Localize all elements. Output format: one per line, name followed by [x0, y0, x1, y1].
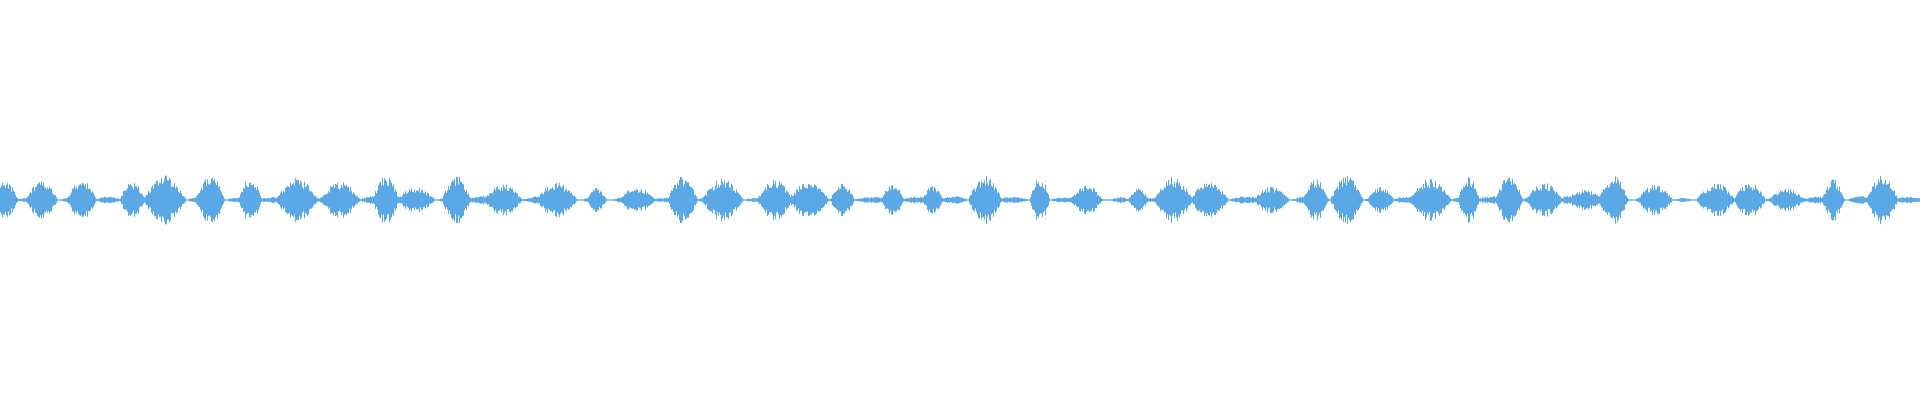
waveform-peaks: [0, 175, 1920, 225]
